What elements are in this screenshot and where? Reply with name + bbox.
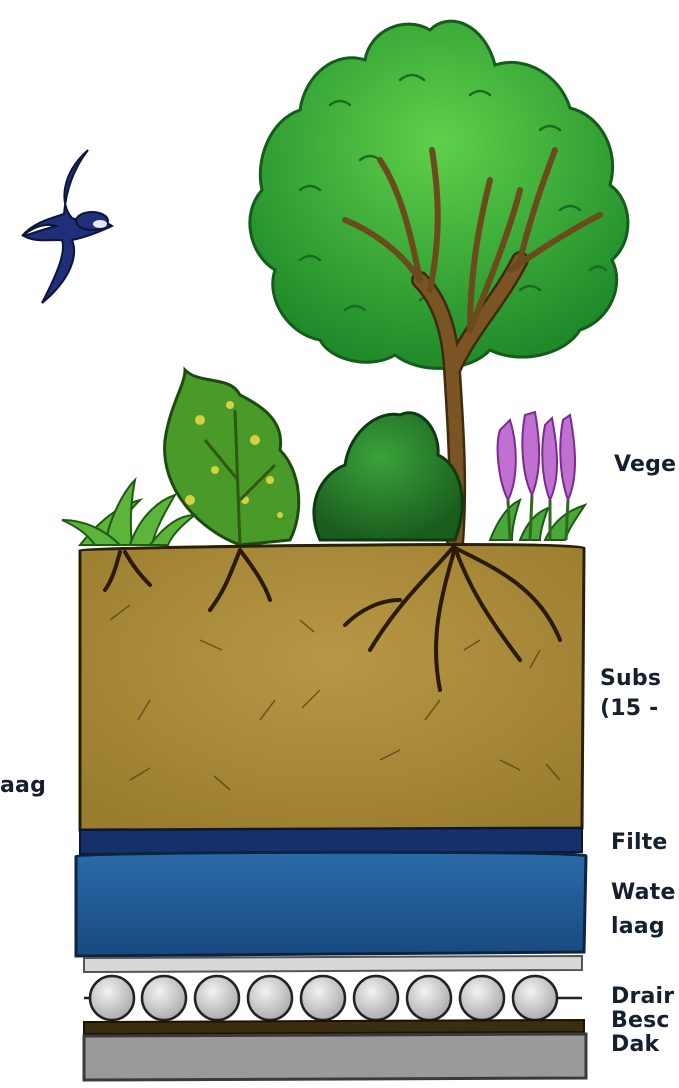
label-substrate-2: (15 -: [600, 696, 658, 722]
bush-icon: [314, 413, 462, 540]
roof-layer: [84, 1034, 586, 1080]
label-water-1: Wate: [611, 880, 676, 906]
protection-layer: [84, 1020, 584, 1034]
label-fragment-left: aag: [0, 773, 46, 799]
label-substrate-1: Subs: [600, 666, 661, 692]
label-filter: Filte: [611, 830, 668, 856]
filter-layer: [80, 828, 582, 854]
substrate-layer: [80, 545, 584, 830]
swift-bird-icon: [22, 150, 112, 303]
label-protection: Besc: [611, 1008, 670, 1034]
label-roof: Dak: [611, 1032, 659, 1058]
water-retention-layer: [76, 852, 586, 956]
lavender-icon: [490, 412, 585, 540]
label-water-2: laag: [611, 914, 665, 940]
label-vegetation: Vege: [614, 452, 676, 478]
separator-strip: [84, 956, 582, 972]
drainage-layer: [84, 976, 582, 1020]
label-drainage: Drair: [611, 984, 674, 1010]
